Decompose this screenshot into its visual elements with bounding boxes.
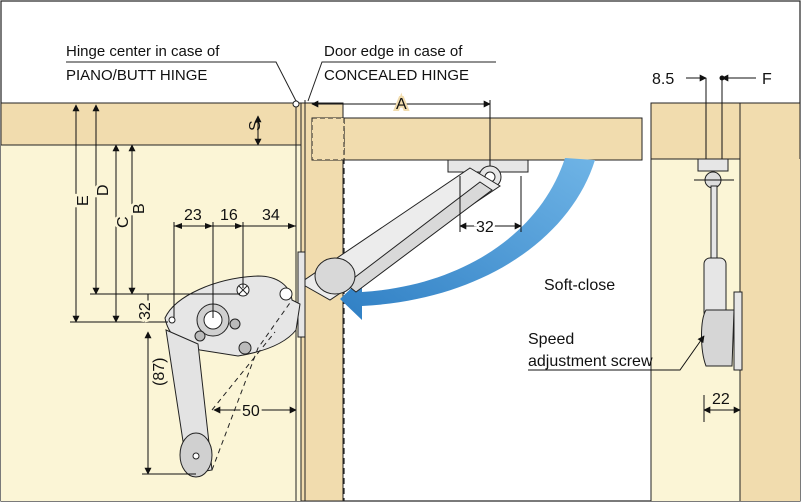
dim-arrow-4	[288, 223, 296, 229]
door-edge-dashed	[311, 117, 345, 161]
detail-damper	[701, 309, 735, 367]
swing-dashed-path-2	[211, 331, 276, 411]
dim-label-a: A	[396, 96, 407, 113]
soft-close-label: Soft-close	[544, 277, 615, 294]
screw-a	[229, 318, 241, 330]
dim-label-16: 16	[220, 207, 238, 224]
detail-bracket	[697, 158, 729, 172]
hinge-center-leader	[66, 61, 297, 102]
dim-label-87: (87)	[151, 358, 168, 386]
dim-label-50: 50	[242, 403, 260, 420]
dim-label-s: S	[247, 120, 264, 131]
dim-label-32-side: 32	[137, 302, 154, 320]
dim-label-b: B	[131, 203, 148, 214]
dim-label-34: 34	[262, 207, 280, 224]
dim-label-23: 23	[184, 207, 202, 224]
detail-rod	[710, 185, 718, 267]
side-mount-plate	[297, 251, 306, 338]
dim-arrow-1	[174, 223, 182, 229]
speed-screw-leader	[528, 335, 705, 371]
detail-housing	[703, 257, 727, 319]
pivot-x-line2	[238, 285, 248, 295]
detail-side-plate	[733, 291, 743, 371]
cabinet-door	[311, 117, 643, 161]
door-edge-leader	[307, 61, 496, 102]
dim-label-d: D	[95, 184, 112, 196]
hinge-center-label-2: PIANO/BUTT HINGE	[66, 67, 207, 84]
dim-label-f: F	[762, 71, 772, 88]
screw-c	[238, 341, 252, 355]
soft-close-arrow	[340, 158, 595, 320]
lower-arm-pin	[192, 452, 200, 460]
screw-b	[194, 330, 206, 342]
dim-label-22: 22	[712, 391, 730, 408]
door-edge-label-2: CONCEALED HINGE	[324, 67, 469, 84]
pivot-link	[279, 287, 293, 301]
cabinet-side-panel	[300, 102, 344, 502]
dim-arrow-2	[205, 223, 213, 229]
detail-side-fill	[740, 159, 800, 501]
pivot-small	[168, 316, 176, 324]
dim-arrow-3	[235, 223, 243, 229]
hinge-center-marker	[292, 100, 300, 108]
dim-label-c: C	[115, 216, 132, 228]
dim-label-32-top: 32	[476, 219, 494, 236]
speed-label-1: Speed	[528, 331, 574, 348]
door-edge-label-1: Door edge in case of	[324, 43, 463, 60]
swing-dashed-path	[211, 299, 293, 471]
arm-joint	[314, 257, 356, 295]
main-arm-inner	[345, 181, 493, 293]
cabinet-top-panel	[0, 102, 302, 146]
dim-label-85: 8.5	[652, 71, 674, 88]
speed-label-2: adjustment screw	[528, 353, 653, 370]
hinge-center-label-1: Hinge center in case of	[66, 43, 220, 60]
dim-label-e: E	[75, 195, 92, 206]
